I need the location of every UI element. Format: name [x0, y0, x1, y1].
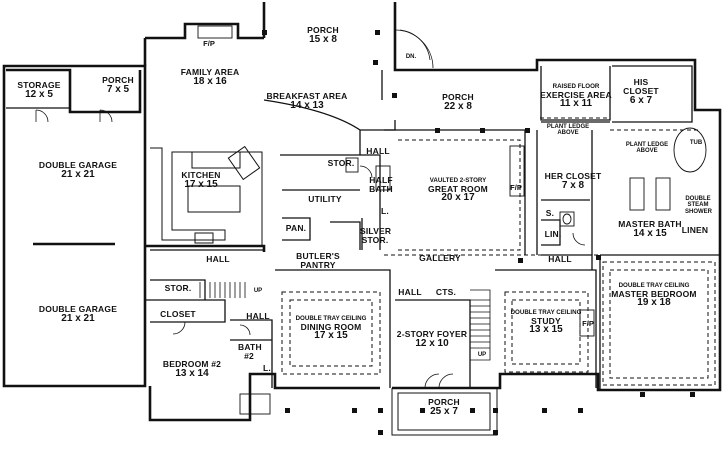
hall-center-label: HALL	[398, 287, 422, 297]
linen-small-label: LIN.	[544, 229, 562, 239]
plant-ledge-right-label: PLANT LEDGE ABOVE	[625, 142, 669, 155]
s-label: S.	[545, 208, 555, 218]
closet-label: CLOSET	[160, 309, 196, 319]
cts-label: CTS.	[435, 287, 457, 297]
storage-top-label: STOR.	[327, 158, 355, 168]
gallery-label: GALLERY	[419, 253, 461, 263]
pantry-label: PAN.	[285, 223, 307, 233]
kitchen-counters	[150, 145, 263, 246]
butlers-pantry-label: BUTLER'S PANTRY	[296, 251, 340, 270]
exterior-walls	[2, 2, 722, 422]
utility-label: UTILITY	[308, 194, 342, 204]
plant-ledge-left-label: PLANT LEDGE ABOVE	[546, 124, 590, 137]
fixtures	[197, 25, 707, 415]
hall-lower-label: HALL	[246, 311, 270, 321]
master-fireplace-label: F/P	[582, 319, 594, 328]
stair-up-right-label: UP	[477, 352, 487, 358]
bath-2-l-label: L.	[263, 363, 271, 373]
down-label: DN.	[405, 54, 417, 60]
silver-storage-label: SILVER STOR.	[360, 226, 392, 245]
great-room-fireplace-label: F/P	[510, 183, 522, 192]
family-fireplace-label: F/P	[203, 39, 215, 48]
stairs	[199, 282, 491, 361]
porch-columns	[262, 30, 695, 435]
steam-shower-label: DOUBLE STEAM SHOWER	[685, 196, 712, 215]
stair-up-left-label: UP	[253, 288, 263, 294]
dashed-lines	[281, 117, 716, 386]
hall-top-label: HALL	[366, 146, 390, 156]
half-bath-label: HALF BATH	[369, 175, 393, 194]
door-swings	[35, 29, 586, 389]
hall-right-label: HALL	[548, 254, 572, 264]
bath-2-label: BATH #2	[238, 342, 262, 361]
linen-label: LINEN	[681, 225, 709, 235]
front-porch-outline	[391, 388, 498, 436]
storage-mid-label: STOR.	[164, 283, 192, 293]
l-label: L.	[381, 206, 389, 216]
tub-label: TUB	[689, 140, 703, 146]
hall-left-label: HALL	[206, 254, 230, 264]
